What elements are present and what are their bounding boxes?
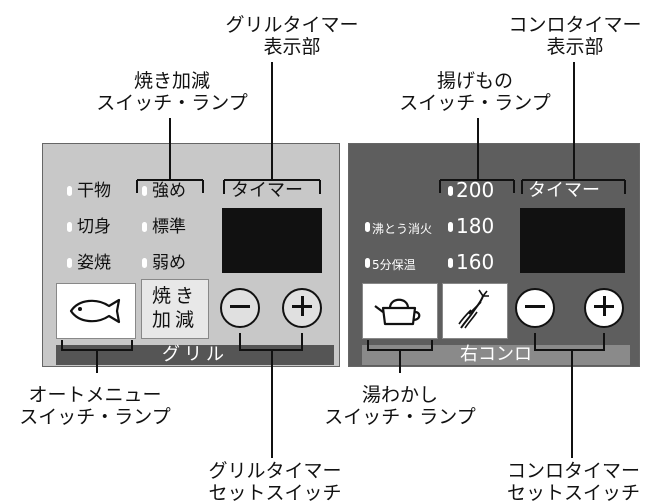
lamp-sugatayaki — [67, 258, 72, 268]
caption-line: コンロタイマー — [508, 14, 642, 36]
tempura-icon — [458, 289, 489, 329]
grill-timer-plus-button[interactable] — [282, 288, 322, 328]
lamp-boil-off — [365, 222, 370, 232]
caption-line: 表示部 — [263, 36, 321, 58]
lamp-label-kirimi: 切身 — [77, 217, 111, 237]
caption-line: スイッチ・ランプ — [324, 406, 476, 428]
lamp-tsuyome — [142, 186, 147, 196]
auto-menu-button[interactable] — [56, 283, 136, 339]
leader-grill-set — [239, 333, 303, 458]
caption-line: グリルタイマー — [225, 14, 359, 36]
caption-line: コンロタイマー — [506, 460, 640, 482]
lamp-label-sugatayaki: 姿焼 — [77, 253, 111, 273]
caption-line: オートメニュー — [28, 384, 162, 406]
lamp-hyoujun — [142, 222, 147, 232]
minus-icon — [230, 305, 250, 308]
lamp-temp-200 — [448, 186, 453, 196]
stove-timer-minus-button[interactable] — [515, 288, 555, 328]
lamp-label-keep-warm: 5分保温 — [372, 258, 416, 272]
bracket-heat — [136, 118, 204, 193]
lamp-label-hiimono: 干物 — [77, 181, 111, 201]
lamp-temp-180 — [448, 222, 453, 232]
lamp-keep-warm — [365, 258, 370, 268]
grill-timer-display — [222, 208, 322, 273]
leader-stove-set — [534, 333, 605, 458]
temp-label-200: 200 — [456, 178, 495, 202]
boil-water-button[interactable] — [362, 283, 438, 339]
bracket-grill-timer — [223, 62, 321, 194]
grill-timer-minus-button[interactable] — [220, 288, 260, 328]
lamp-label-boil-off: 沸とう消火 — [372, 222, 433, 236]
caption-line: セットスイッチ — [208, 482, 342, 504]
fry-button[interactable] — [442, 283, 508, 339]
lamp-hiimono — [67, 186, 72, 196]
stove-timer-plus-button[interactable] — [584, 288, 624, 328]
bracket-fry — [439, 118, 515, 193]
lamp-label-tsuyome: 強め — [152, 181, 186, 201]
leader-auto-menu — [61, 340, 133, 373]
caption-line: 揚げもの — [436, 70, 513, 92]
caption-line: スイッチ・ランプ — [96, 92, 248, 114]
kettle-icon — [374, 298, 421, 326]
caption-line: 焼き加減 — [133, 70, 210, 92]
caption-line: スイッチ・ランプ — [19, 406, 171, 428]
grill-timer-label: タイマー — [231, 180, 303, 201]
caption-line: セットスイッチ — [506, 482, 640, 504]
grill-heat-button[interactable]: 焼き 加減 — [141, 279, 209, 339]
grill-timer-set-caption: グリルタイマー セットスイッチ — [200, 460, 350, 504]
stove-timer-set-caption: コンロタイマー セットスイッチ — [496, 460, 651, 504]
heat-button-line: 焼き — [151, 285, 198, 307]
fish-icon — [69, 298, 121, 324]
caption-line: 表示部 — [546, 36, 604, 58]
lamp-label-yowame: 弱め — [152, 253, 186, 273]
plus-icon-v — [602, 296, 606, 316]
stove-timer-display-caption: コンロタイマー 表示部 — [500, 14, 650, 58]
plus-icon-v — [300, 296, 304, 316]
grill-timer-display-caption: グリルタイマー 表示部 — [222, 14, 362, 58]
lamp-kirimi — [67, 222, 72, 232]
caption-line: スイッチ・ランプ — [399, 92, 551, 114]
lamp-label-hyoujun: 標準 — [152, 217, 186, 237]
lamp-yowame — [142, 258, 147, 268]
minus-icon — [525, 305, 545, 308]
stove-timer-label: タイマー — [528, 180, 600, 201]
caption-line: グリルタイマー — [208, 460, 342, 482]
temp-label-160: 160 — [456, 250, 495, 274]
stove-timer-display — [520, 208, 625, 273]
grill-heat-switch-caption: 焼き加減 スイッチ・ランプ — [72, 70, 272, 114]
auto-menu-caption: オートメニュー スイッチ・ランプ — [0, 384, 190, 428]
temp-label-180: 180 — [456, 214, 495, 238]
fry-switch-caption: 揚げもの スイッチ・ランプ — [370, 70, 580, 114]
boil-caption: 湯わかし スイッチ・ランプ — [300, 384, 500, 428]
leader-boil — [367, 340, 433, 373]
heat-button-line: 加減 — [151, 309, 198, 331]
caption-line: 湯わかし — [361, 384, 438, 406]
bracket-stove-timer — [521, 62, 626, 194]
lamp-temp-160 — [448, 258, 453, 268]
grill-strip-label: グリル — [162, 344, 228, 365]
stove-strip-label: 右コンロ — [460, 344, 532, 365]
